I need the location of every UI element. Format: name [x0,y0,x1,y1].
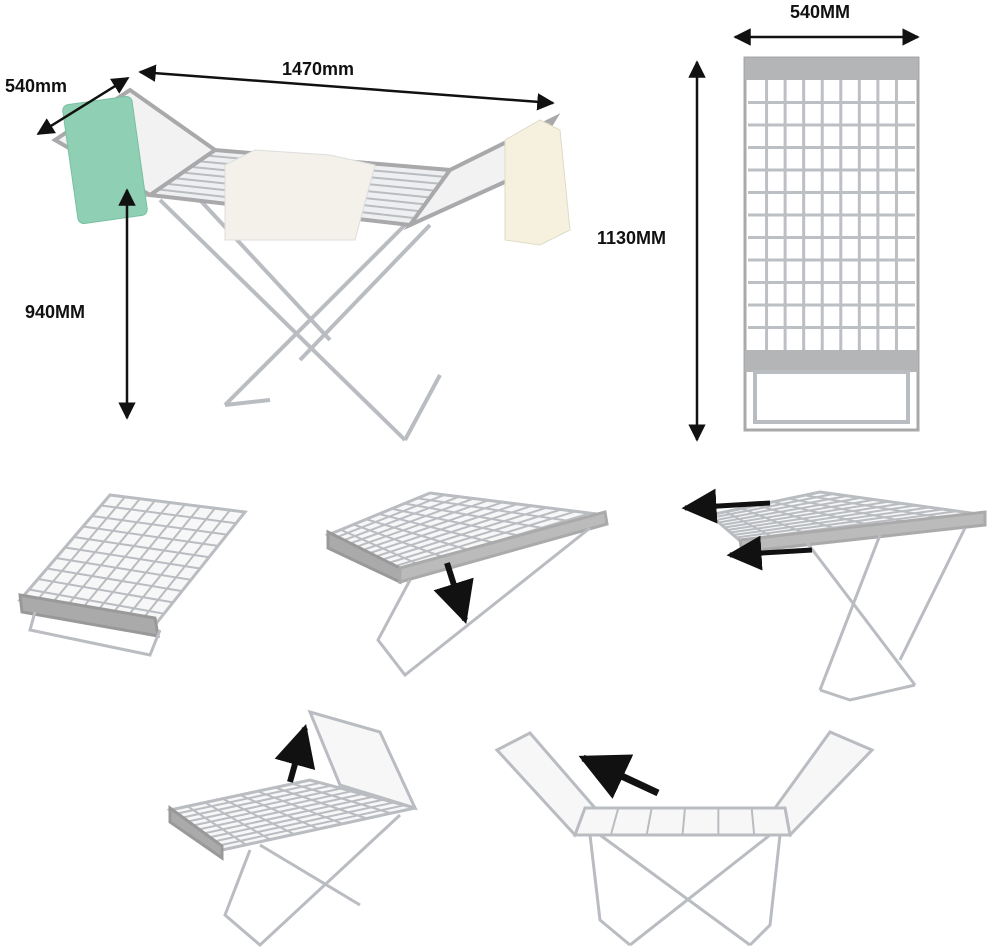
height-open-label: 940MM [25,302,86,322]
folded-top-view-image [743,56,920,432]
arrow-down [433,562,474,625]
rail [55,557,192,581]
rail [109,505,201,618]
length-folded-label: 1130MM [597,228,667,248]
rail [387,510,577,570]
rail [375,506,547,563]
length-open-label: 1470mm [282,59,355,79]
rail [724,500,889,529]
rail [139,509,231,623]
depth-open-label: 540mm [5,76,68,96]
rail [206,798,384,839]
rail [211,801,395,843]
step-unfold-legs-image [324,491,609,678]
width-folded-label: 540MM [790,2,851,22]
rail [73,536,210,559]
rail [736,508,944,539]
rail [333,493,445,540]
rail [82,525,219,547]
rail [363,503,518,556]
arrow-outward [578,754,660,799]
rail [733,506,931,536]
rail [730,504,917,534]
depth-arrow [36,76,130,136]
rail [645,807,653,836]
rail [37,578,174,604]
rail [79,501,171,612]
rail [727,502,903,531]
rail [715,494,848,521]
rail [91,515,228,536]
arrow-up [274,723,316,783]
rail [345,497,475,546]
rail [124,507,216,621]
rail [100,504,237,525]
rail [718,496,862,524]
rail [185,787,342,823]
rail [351,499,489,550]
rail [681,807,686,836]
rail [28,588,165,615]
arrow-left-upper [681,488,771,524]
rail [381,508,562,566]
cardigan-icon [504,119,571,246]
rail [369,504,533,560]
rail [712,492,834,519]
rail [357,501,504,553]
rail [339,495,460,543]
rail [64,546,201,570]
rail [200,795,374,835]
step-open-wings-image [494,730,875,947]
rail [94,503,186,615]
rail [34,496,126,604]
rail [190,790,353,827]
length-arrow [138,64,555,111]
arrow-left-lower [726,535,813,571]
step-folded-image [17,493,248,657]
rail [721,498,876,526]
rail [46,567,183,593]
rail [195,793,363,831]
rail [180,784,332,819]
rail [174,781,321,815]
rail [750,807,756,836]
rail [216,804,405,847]
rail [49,498,141,607]
open-rack-image [51,87,571,442]
rail [609,807,620,836]
step-raise-wing-image [166,709,418,948]
rail [64,500,156,609]
step-extend-wings-image [681,488,987,702]
shirt-icon [224,149,376,241]
